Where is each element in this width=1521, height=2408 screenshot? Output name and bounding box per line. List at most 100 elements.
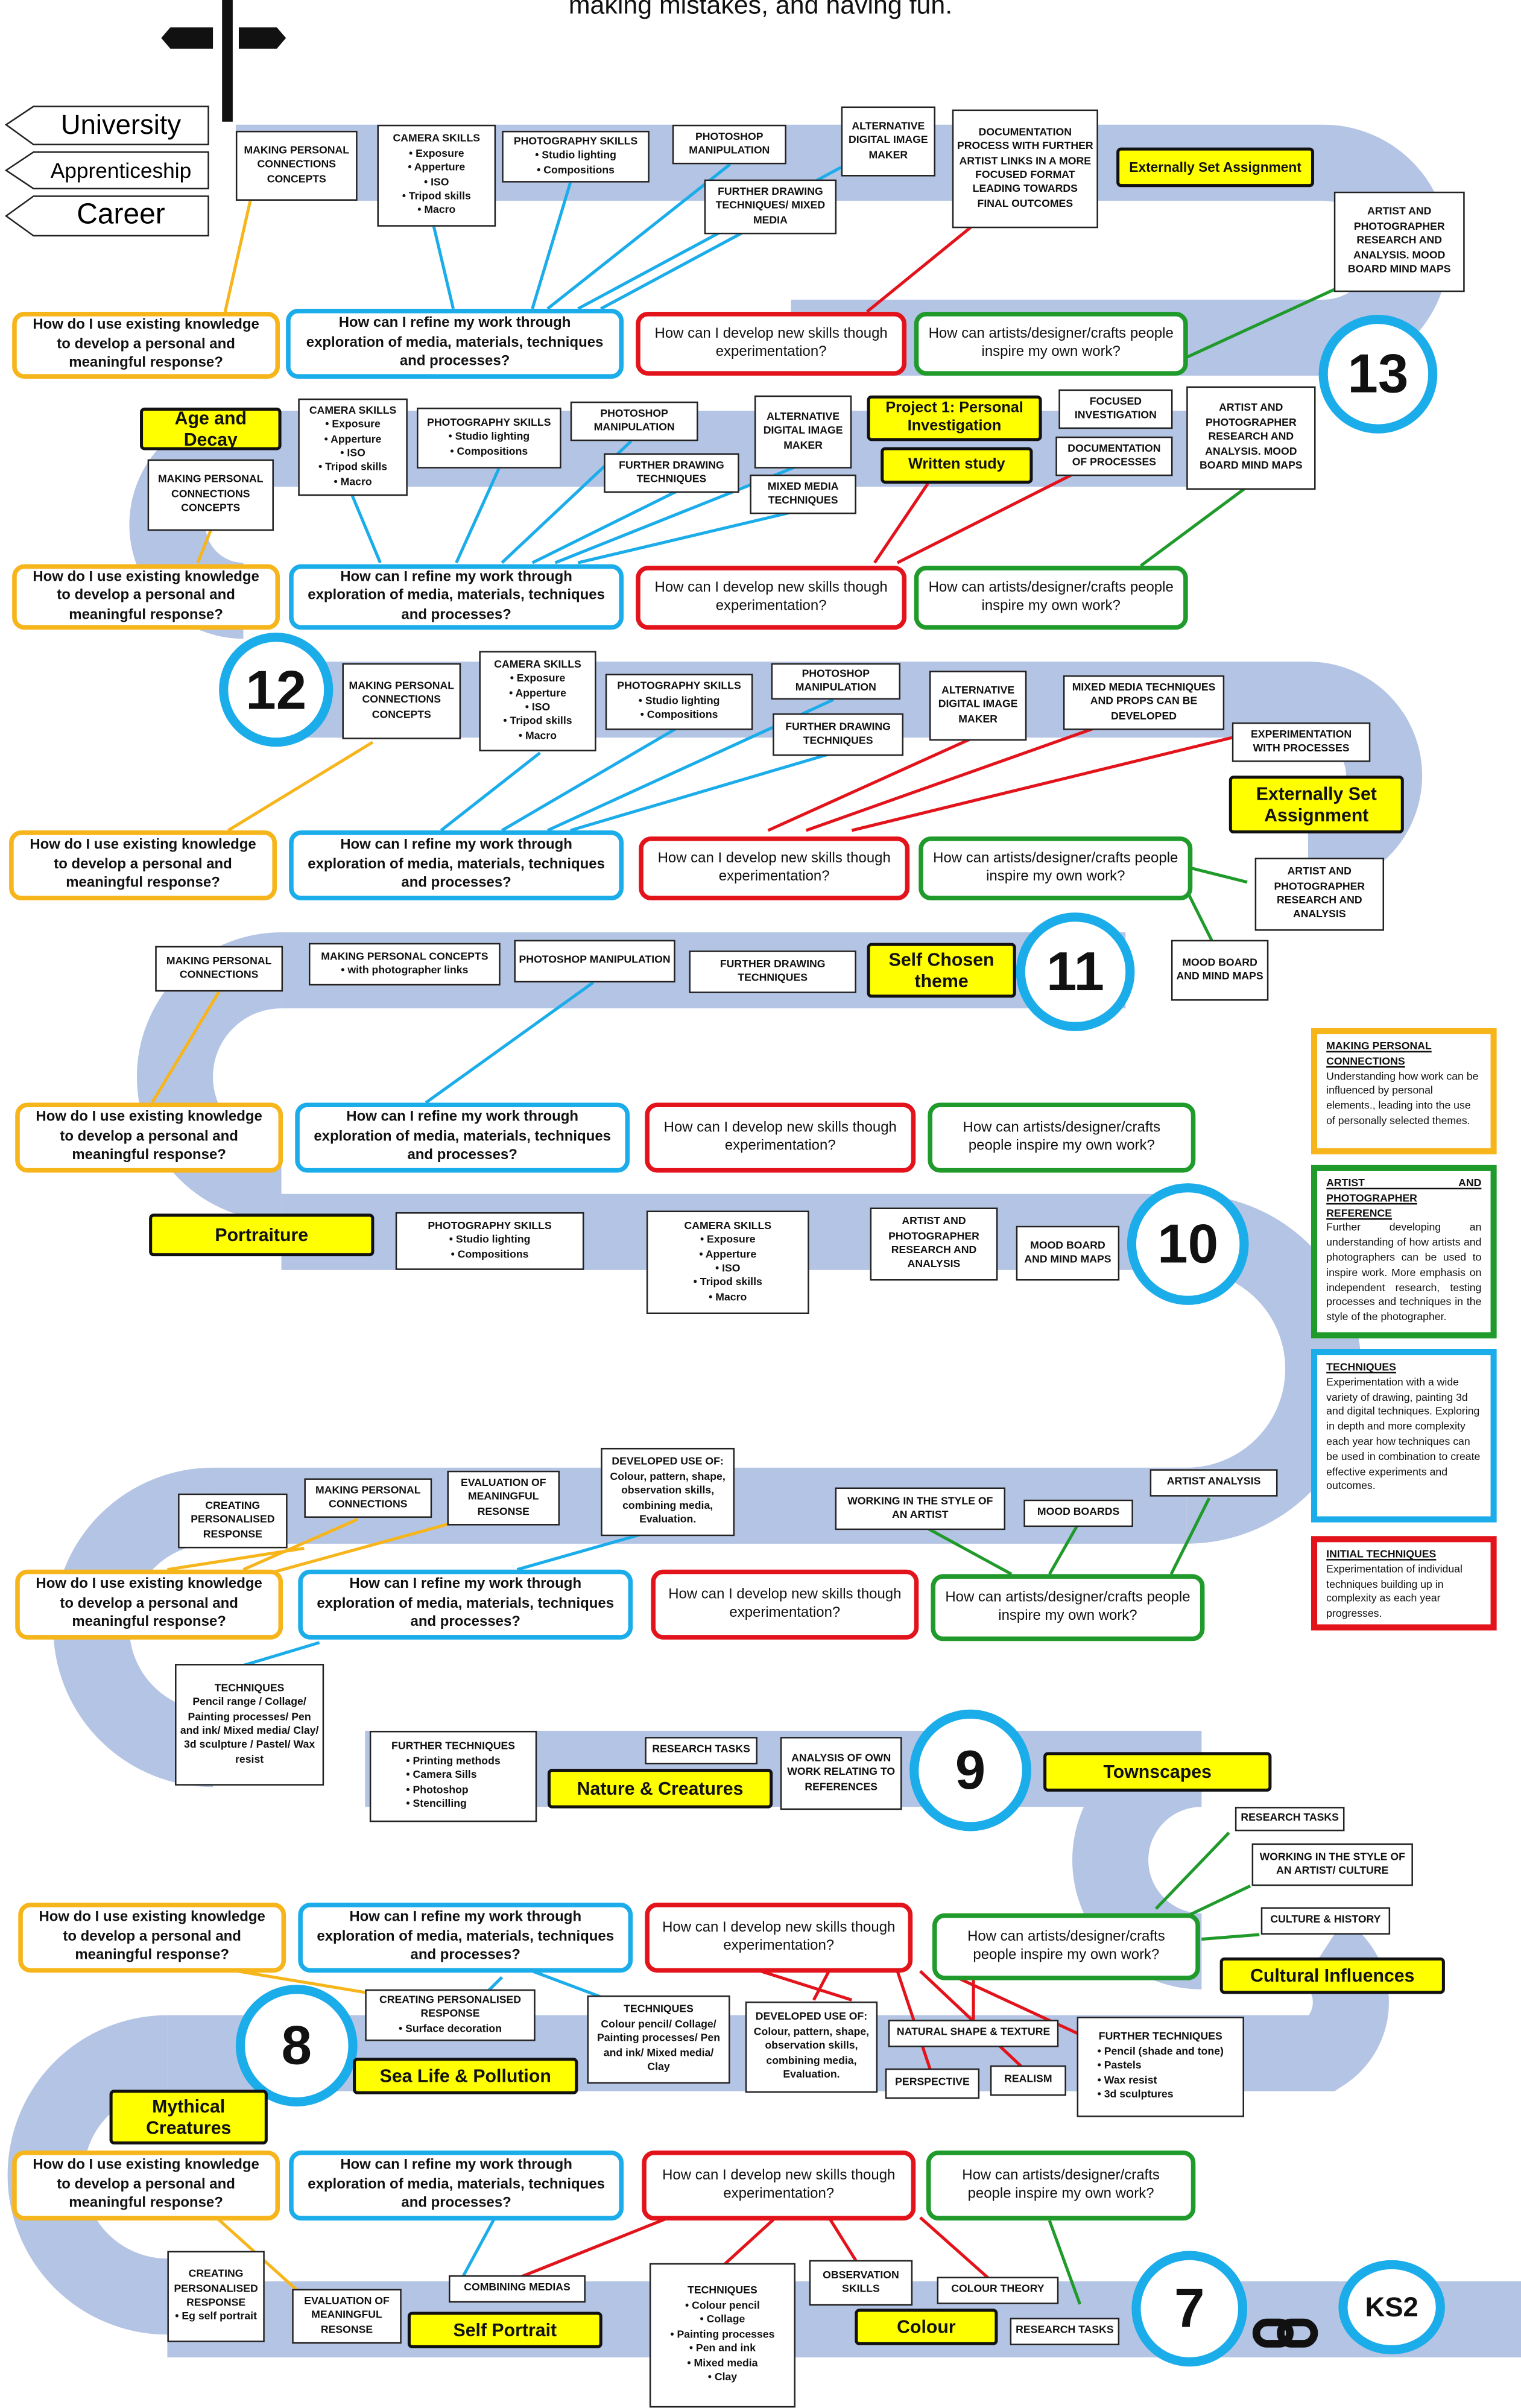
info-box: CREATING PERSONALISED RESPONSESurface de… [365, 1989, 536, 2041]
info-box: MIXED MEDIA TECHNIQUES AND PROPS CAN BE … [1063, 675, 1225, 730]
info-box: ARTIST AND PHOTOGRAPHER RESEARCH AND ANA… [1254, 858, 1385, 931]
year-8-badge: 8 [235, 1985, 358, 2106]
info-box: PHOTOSHOP MANIPULATION [514, 940, 675, 983]
question-red: How can I develop new skills though expe… [639, 836, 910, 901]
info-box: ARTIST AND PHOTOGRAPHER RESEARCH AND ANA… [1333, 191, 1465, 292]
info-box: MAKING PERSONAL CONCEPTSwith photographe… [308, 943, 501, 986]
info-box: MAKING PERSONAL CONNECTIONS [304, 1478, 432, 1518]
theme-label: Nature & Creatures [547, 1769, 773, 1809]
info-box: ALTERNATIVE DIGITAL IMAGE MAKER [841, 106, 936, 177]
signpost-icon [161, 0, 286, 122]
apprenticeship-sign[interactable]: Apprenticeship [50, 158, 192, 183]
question-red: How can I develop new skills though expe… [651, 1569, 919, 1640]
theme-label: Mythical Creatures [109, 2090, 268, 2145]
theme-label: Self Portrait [407, 2312, 602, 2348]
question-green: How can artists/designer/crafts people i… [919, 836, 1193, 901]
info-box: OBSERVATION SKILLS [809, 2260, 913, 2306]
question-red: How can I develop new skills though expe… [645, 1102, 916, 1173]
question-green: How can artists/designer/crafts people i… [928, 1102, 1196, 1173]
question-yellow: How do I use existing knowledge to devel… [18, 1903, 286, 1973]
question-green: How can artists/designer/crafts people i… [932, 1913, 1200, 1980]
info-box: CAMERA SKILLSExposureAppertureISOTripod … [298, 398, 408, 496]
question-red: How can I develop new skills though expe… [645, 1903, 913, 1973]
question-yellow: How do I use existing knowledge to devel… [15, 1102, 283, 1173]
info-box: DOCUMENTATION OF PROCESSES [1055, 436, 1173, 476]
info-box: MAKING PERSONAL CONNECTIONS CONCEPTS [235, 130, 358, 201]
question-blue: How can I refine my work through explora… [289, 564, 624, 630]
question-green: How can artists/designer/crafts people i… [926, 2150, 1196, 2221]
info-box: MAKING PERSONAL CONNECTIONS CONCEPTS [342, 663, 461, 739]
question-yellow: How do I use existing knowledge to devel… [15, 1569, 283, 1640]
year-12-badge: 12 [219, 633, 334, 747]
question-blue: How can I refine my work through explora… [289, 830, 624, 901]
signpost-arrows [4, 106, 209, 237]
info-box: MAKING PERSONAL CONNECTIONS [155, 946, 283, 992]
question-blue: How can I refine my work through explora… [298, 1569, 633, 1640]
question-red: How can I develop new skills though expe… [636, 312, 907, 376]
theme-label: Townscapes [1043, 1752, 1272, 1792]
year-7-badge: 7 [1131, 2251, 1248, 2367]
question-yellow: How do I use existing knowledge to devel… [12, 564, 280, 630]
info-box: RESEARCH TASKS [645, 1737, 757, 1765]
info-box: MOOD BOARDS [1023, 1499, 1133, 1528]
chain-link-icon [1252, 2318, 1318, 2348]
theme-label: Written study [881, 447, 1033, 484]
info-box: CAMERA SKILLSExposureAppertureISOTripod … [646, 1210, 809, 1315]
year-13-badge: 13 [1318, 315, 1438, 434]
info-box: CULTURE & HISTORY [1260, 1907, 1391, 1935]
question-red: How can I develop new skills though expe… [636, 566, 907, 630]
question-yellow: How do I use existing knowledge to devel… [12, 2150, 280, 2221]
info-box: PHOTOGRAPHY SKILLSStudio lightingComposi… [395, 1212, 584, 1270]
question-green: How can artists/designer/crafts people i… [931, 1574, 1205, 1642]
theme-label: Self Chosen theme [867, 943, 1016, 998]
info-box: ARTIST AND PHOTOGRAPHER RESEARCH AND ANA… [1186, 386, 1316, 490]
info-box: PHOTOSHOP MANIPULATION [672, 124, 786, 165]
info-box: CAMERA SKILLSExposureAppertureISOTripod … [479, 651, 596, 751]
info-box: WORKING IN THE STYLE OF AN ARTIST/ CULTU… [1251, 1843, 1413, 1886]
info-box: PHOTOSHOP MANIPULATION [570, 401, 698, 441]
info-box: CAMERA SKILLSExposureAppertureISOTripod … [377, 124, 496, 227]
info-box: DOCUMENTATION PROCESS WITH FURTHER ARTIS… [952, 109, 1098, 229]
info-box: FURTHER DRAWING TECHNIQUES [689, 950, 856, 993]
theme-label: Project 1: Personal Investigation [867, 395, 1042, 441]
info-box: PHOTOSHOP MANIPULATION [771, 663, 901, 700]
info-box: COLOUR THEORY [937, 2277, 1059, 2304]
year-10-badge: 10 [1127, 1183, 1249, 1305]
question-yellow: How do I use existing knowledge to devel… [9, 830, 277, 901]
question-blue: How can I refine my work through explora… [286, 308, 624, 379]
theme-label: Sea Life & Pollution [353, 2058, 578, 2094]
question-blue: How can I refine my work through explora… [295, 1102, 630, 1173]
question-green: How can artists/designer/crafts people i… [914, 566, 1188, 630]
info-box: DEVELOPED USE OF: Colour, pattern, shape… [601, 1447, 735, 1537]
info-box: MIXED MEDIA TECHNIQUES [750, 474, 856, 514]
info-box: NATURAL SHAPE & TEXTURE [888, 2020, 1059, 2047]
university-sign[interactable]: University [60, 109, 182, 141]
ks2-badge: KS2 [1338, 2260, 1445, 2355]
info-box: DEVELOPED USE OF: Colour, pattern, shape… [745, 2001, 878, 2093]
question-blue: How can I refine my work through explora… [289, 2150, 624, 2221]
info-box: PERSPECTIVE [885, 2068, 980, 2099]
info-box: EVALUATION OF MEANINGFUL RESONSE [447, 1470, 560, 1526]
info-box: RESEARCH TASKS [1010, 2318, 1120, 2345]
info-box: MOOD BOARD AND MIND MAPS [1171, 940, 1269, 1001]
year-9-badge: 9 [909, 1709, 1031, 1831]
info-box: EVALUATION OF MEANINGFUL RESONSE [292, 2289, 402, 2344]
info-box: PHOTOGRAPHY SKILLSStudio lightingComposi… [502, 130, 650, 183]
career-sign[interactable]: Career [77, 199, 165, 232]
info-box: FURTHER DRAWING TECHNIQUES [604, 453, 739, 493]
theme-label: Age and Decay [140, 407, 282, 450]
theme-label: Externally Set Assignment [1228, 776, 1404, 834]
question-green: How can artists/designer/crafts people i… [914, 312, 1188, 376]
question-red: How can I develop new skills though expe… [642, 2150, 916, 2221]
theme-label: Externally Set Assignment [1116, 147, 1315, 188]
info-box: ARTIST ANALYSIS [1149, 1469, 1278, 1497]
info-box: EXPERIMENTATION WITH PROCESSES [1232, 722, 1371, 762]
